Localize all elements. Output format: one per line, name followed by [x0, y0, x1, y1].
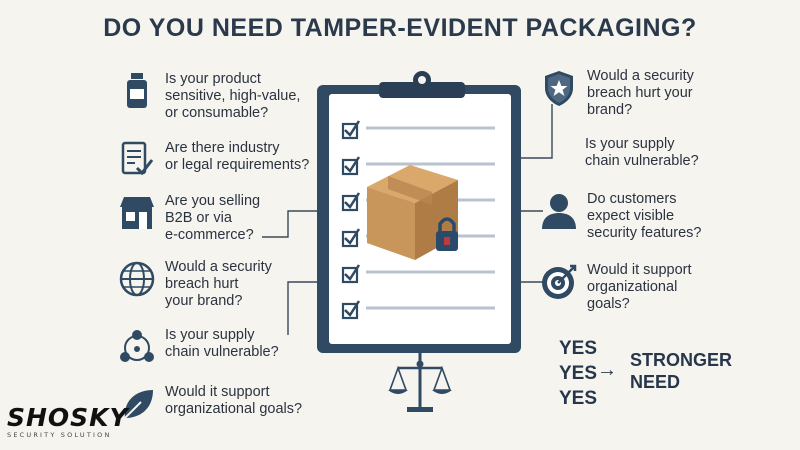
person-icon — [542, 194, 576, 229]
brand-logo: SHOSKY SECURITY SOLUTION — [7, 404, 137, 444]
left-item-goals: Would it support organizational goals? — [117, 384, 302, 424]
document-check-icon — [121, 141, 154, 176]
right-item-text: Is your supply chain vulnerable? — [585, 136, 699, 169]
package-lock-icon — [367, 165, 458, 260]
arrow-right-icon: → — [597, 359, 617, 381]
storefront-icon — [120, 197, 154, 229]
target-icon — [542, 264, 577, 299]
left-item-selling: Are you selling B2B or via e-commerce? — [117, 193, 260, 244]
left-item-text: Are you selling B2B or via e-commerce? — [165, 193, 261, 243]
logo-name: SHOSKY — [7, 403, 129, 432]
left-item-requirements: Are there industry or legal requirements… — [117, 140, 309, 180]
page-title: DO YOU NEED TAMPER-EVIDENT PACKAGING? — [103, 14, 697, 42]
left-item-text: Would a security breach hurt your brand? — [165, 259, 272, 309]
shield-star-icon — [545, 71, 573, 106]
right-item-text: Do customers expect visible security fea… — [587, 191, 702, 241]
bottle-icon — [127, 73, 147, 108]
network-icon — [120, 330, 154, 362]
right-item-brand: Would a security breach hurt your brand? — [539, 68, 694, 119]
right-item-customers: Do customers expect visible security fea… — [539, 191, 701, 242]
globe-icon — [119, 261, 155, 297]
logo-tagline: SECURITY SOLUTION — [7, 431, 112, 439]
left-item-product: Is your product sensitive, high-value, o… — [117, 71, 300, 122]
left-item-text: Are there industry or legal requirements… — [165, 140, 310, 173]
result-label: STRONGER NEED — [630, 350, 733, 392]
left-item-brand: Would a security breach hurt your brand? — [117, 259, 272, 310]
scale-icon — [388, 353, 452, 412]
right-item-text: Would it support organizational goals? — [587, 262, 692, 312]
left-item-text: Would it support organizational goals? — [165, 384, 303, 417]
left-item-text: Is your product sensitive, high-value, o… — [165, 71, 301, 121]
yes-label: YES — [559, 338, 598, 359]
yes-label: YES — [559, 363, 598, 384]
left-item-text: Is your supply chain vulnerable? — [165, 327, 279, 360]
right-item-text: Would a security breach hurt your brand? — [587, 68, 694, 118]
yes-label: YES — [559, 388, 598, 409]
supply-chain-icon — [545, 136, 575, 176]
clipboard-clip-icon — [379, 71, 465, 98]
leaf-icon — [124, 390, 153, 419]
left-item-supply: Is your supply chain vulnerable? — [117, 327, 279, 367]
yes-list: YES YES YES — [559, 336, 597, 411]
right-item-goals: Would it support organizational goals? — [539, 262, 692, 313]
right-item-supply: Is your supply chain vulnerable? — [545, 136, 699, 176]
